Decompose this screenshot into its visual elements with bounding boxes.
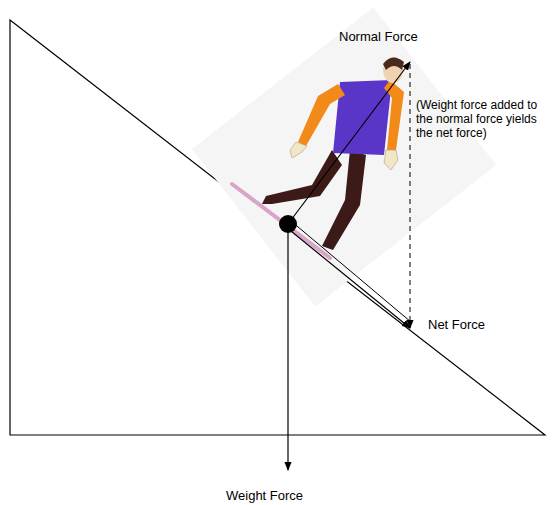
force-label: Weight Force: [226, 488, 303, 503]
skier-backdrop: [192, 7, 496, 306]
skier-figure: [232, 57, 404, 258]
force-label: Normal Force: [339, 29, 418, 44]
force-label: Net Force: [428, 317, 485, 332]
net-line: [291, 221, 411, 322]
net-arrow: [286, 227, 410, 328]
dashed-weight-arrow: [410, 64, 411, 328]
note-text: (Weight force added to the normal force …: [416, 98, 552, 140]
weight-arrow: [287, 224, 288, 470]
normal-arrow: [288, 62, 410, 224]
center-of-mass-dot: [279, 215, 297, 233]
